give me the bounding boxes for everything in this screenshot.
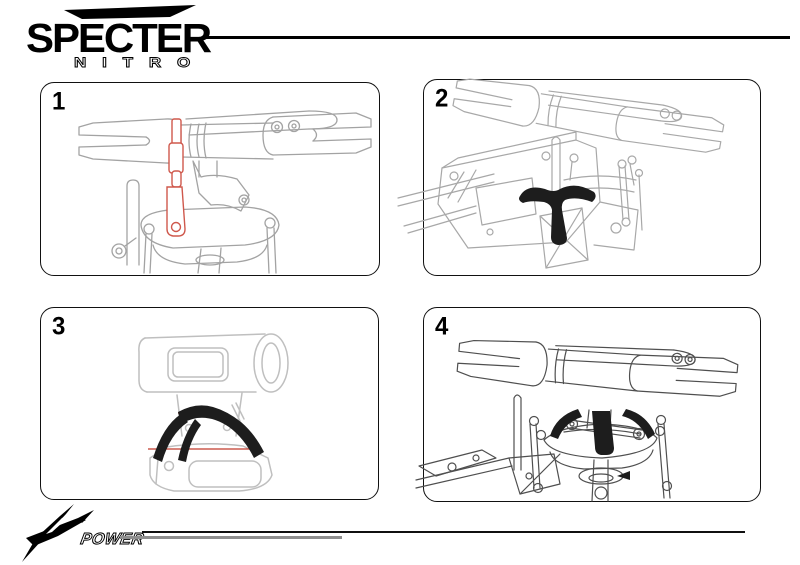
brand-swoosh: [64, 5, 196, 19]
leveler-tool: [153, 405, 264, 462]
step-number: 1: [52, 87, 66, 116]
header-rule: [202, 36, 790, 39]
x-star-stroke-2: [26, 518, 86, 546]
x-star-highlight: [46, 514, 72, 534]
footer-brand-text: POWER: [79, 530, 145, 548]
step-number: 3: [52, 312, 66, 341]
leveler-tool: [550, 409, 655, 480]
step-1-illustration: [78, 110, 372, 274]
step-2-illustration: [397, 78, 725, 269]
brand-logo-art: SPECTER NITRO: [26, 5, 213, 70]
step-4-illustration: [415, 339, 739, 502]
step-panel-4: 4: [415, 307, 761, 502]
highlighted-pushrod: [166, 118, 186, 237]
footer-rule-black: [142, 531, 745, 533]
footer-logo-art: POWER: [22, 504, 146, 562]
x-star-spike: [78, 510, 94, 523]
footer-rule-gray: [120, 536, 342, 539]
step-panel-3: 3: [40, 307, 379, 500]
step-number: 4: [435, 312, 449, 341]
leveler-tool: [519, 185, 596, 245]
brand-title: SPECTER: [26, 15, 211, 61]
step-3-illustration: [138, 333, 289, 492]
step-panel-1: 1: [40, 82, 380, 276]
step-panel-2: 2: [397, 78, 761, 276]
brand-subtitle: NITRO: [74, 54, 206, 70]
step-number: 2: [435, 84, 449, 113]
